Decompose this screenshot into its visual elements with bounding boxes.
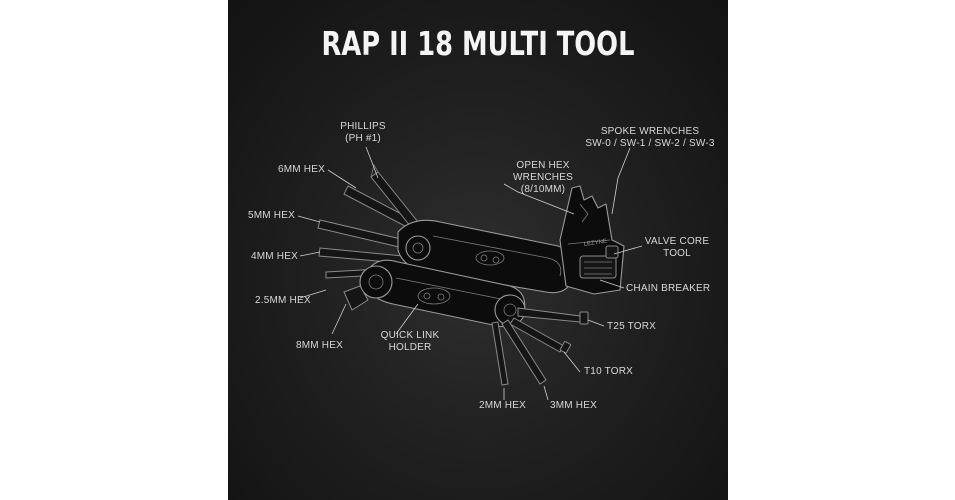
label-t25-torx: T25 TORX xyxy=(607,321,657,332)
label-4mm-hex: 4MM HEX xyxy=(251,251,298,262)
pivot-bolt-left xyxy=(359,265,393,299)
multi-tool-illustration: LEZYNE xyxy=(297,146,643,401)
t10-torx-bit xyxy=(509,317,572,354)
hex-8mm-block xyxy=(343,285,369,311)
hex-key-2mm xyxy=(491,321,509,386)
label-chain-breaker: CHAIN BREAKER xyxy=(626,283,711,294)
svg-text:LEZYNE: LEZYNE xyxy=(583,239,607,248)
label-6mm-hex: 6MM HEX xyxy=(278,164,325,175)
label-spoke-wrenches: SPOKE WRENCHES SW-0 / SW-1 / SW-2 / SW-3 xyxy=(585,126,715,149)
hex-key-3mm xyxy=(501,319,547,385)
label-phillips: PHILLIPS (PH #1) xyxy=(340,121,386,144)
label-5mm-hex: 5MM HEX xyxy=(248,210,295,221)
label-2-5mm-hex: 2.5MM HEX xyxy=(255,295,311,306)
t25-torx-bit xyxy=(517,307,589,325)
chain-breaker-body xyxy=(579,245,619,279)
diagram-panel: RAP II 18 MULTI TOOL xyxy=(228,0,728,500)
label-open-hex-wrenches: OPEN HEX WRENCHES (8/10MM) xyxy=(513,160,573,195)
label-valve-core-tool: VALVE CORE TOOL xyxy=(644,236,710,259)
label-3mm-hex: 3MM HEX xyxy=(550,400,597,411)
leader-lines xyxy=(297,146,643,401)
label-t10-torx: T10 TORX xyxy=(584,366,634,377)
label-2mm-hex: 2MM HEX xyxy=(479,400,526,411)
label-8mm-hex: 8MM HEX xyxy=(296,340,343,351)
pivot-bolt-upper xyxy=(405,235,431,261)
label-quick-link-holder: QUICK LINK HOLDER xyxy=(380,330,440,353)
diagram-title: RAP II 18 MULTI TOOL xyxy=(321,24,635,63)
